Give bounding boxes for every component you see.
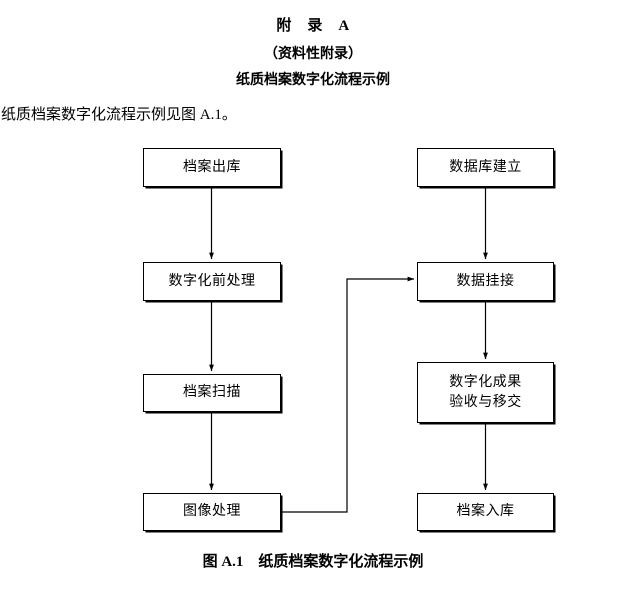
flow-node-pre-digitization[interactable]: 数字化前处理: [143, 262, 281, 301]
flow-node-archive-in[interactable]: 档案入库: [417, 493, 554, 531]
flow-node-data-linking[interactable]: 数据挂接: [417, 262, 554, 301]
flow-node-archive-out[interactable]: 档案出库: [143, 148, 281, 187]
flow-node-archive-scan[interactable]: 档案扫描: [143, 374, 281, 412]
figure-caption: 图 A.1 纸质档案数字化流程示例: [202, 554, 424, 570]
flow-node-database-build[interactable]: 数据库建立: [417, 148, 554, 187]
appendix-title: 附 录 A: [276, 18, 350, 34]
appendix-subtitle: （资料性附录）: [264, 46, 362, 62]
intro-paragraph: 纸质档案数字化流程示例见图 A.1。: [1, 107, 237, 123]
flow-node-acceptance-transfer[interactable]: 数字化成果 验收与移交: [417, 362, 554, 423]
connector-image-processing-to-data-linking: [281, 276, 415, 513]
flow-node-image-processing[interactable]: 图像处理: [143, 493, 281, 531]
appendix-heading: 纸质档案数字化流程示例: [236, 72, 390, 88]
